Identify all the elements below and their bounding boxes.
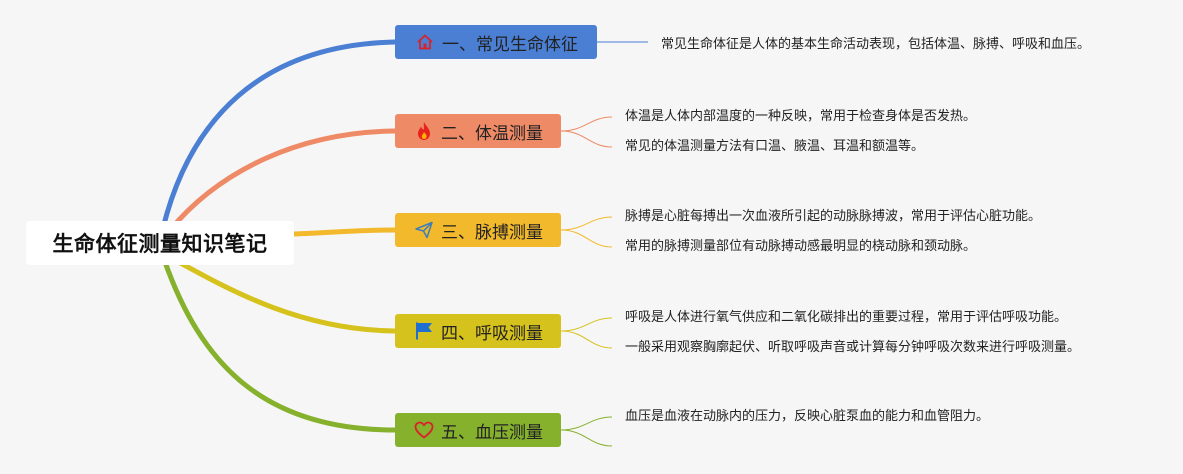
root-topic[interactable]: 生命体征测量知识笔记 <box>26 221 294 265</box>
leaf-line-4-2 <box>560 330 613 349</box>
note-text: 体温是人体内部温度的一种反映，常用于检查身体是否发热。 <box>625 109 977 124</box>
note-text: 常用的脉搏测量部位有动脉搏动感最明显的桡动脉和颈动脉。 <box>625 239 977 254</box>
note-text: 常见的体温测量方法有口温、腋温、耳温和额温等。 <box>625 139 925 154</box>
fire-icon <box>413 120 435 142</box>
note-text: 呼吸是人体进行氧气供应和二氧化碳排出的重要过程，常用于评估呼吸功能。 <box>625 310 1068 325</box>
topic-label: 一、常见生命体征 <box>442 34 578 55</box>
branch-line-5 <box>162 259 398 433</box>
leaf-line-5-1 <box>560 416 613 431</box>
branch-line-1 <box>160 39 398 231</box>
leaf-line-2-2 <box>560 130 613 148</box>
topic-label: 三、脉搏测量 <box>441 222 543 243</box>
topic-temperature[interactable]: 二、体温测量 <box>395 114 561 148</box>
topic-respiration[interactable]: 四、呼吸测量 <box>395 314 561 348</box>
leaf-line-3-2 <box>560 229 613 248</box>
note-text: 常见生命体征是人体的基本生命活动表现，包括体温、脉搏、呼吸和血压。 <box>661 37 1091 52</box>
note-text: 脉搏是心脏每搏出一次血液所引起的动脉脉搏波，常用于评估心脏功能。 <box>625 209 1042 224</box>
topic-vital-signs[interactable]: 一、常见生命体征 <box>395 25 597 59</box>
house-icon <box>414 31 436 53</box>
branch-line-3 <box>291 227 398 237</box>
root-title: 生命体征测量知识笔记 <box>52 232 268 256</box>
topic-blood-pressure[interactable]: 五、血压测量 <box>395 413 561 447</box>
branch-line-2 <box>167 128 398 233</box>
leaf-line-2-1 <box>560 116 613 132</box>
note-text: 一般采用观察胸廓起伏、听取呼吸声音或计算每分钟呼吸次数来进行呼吸测量。 <box>625 340 1081 355</box>
topic-label: 四、呼吸测量 <box>441 323 543 344</box>
branch-line-4 <box>172 257 398 334</box>
leaf-line-3-1 <box>560 216 613 231</box>
note-text: 血压是血液在动脉内的压力，反映心脏泵血的能力和血管阻力。 <box>625 409 990 424</box>
topic-label: 五、血压测量 <box>441 422 543 443</box>
topic-pulse[interactable]: 三、脉搏测量 <box>395 213 561 247</box>
leaf-line-4-1 <box>560 317 613 332</box>
heart-icon <box>413 419 435 441</box>
paper-plane-icon <box>413 219 435 241</box>
leaf-line-5-2 <box>560 429 613 447</box>
topic-label: 二、体温测量 <box>441 123 543 144</box>
flag-icon <box>413 320 435 342</box>
